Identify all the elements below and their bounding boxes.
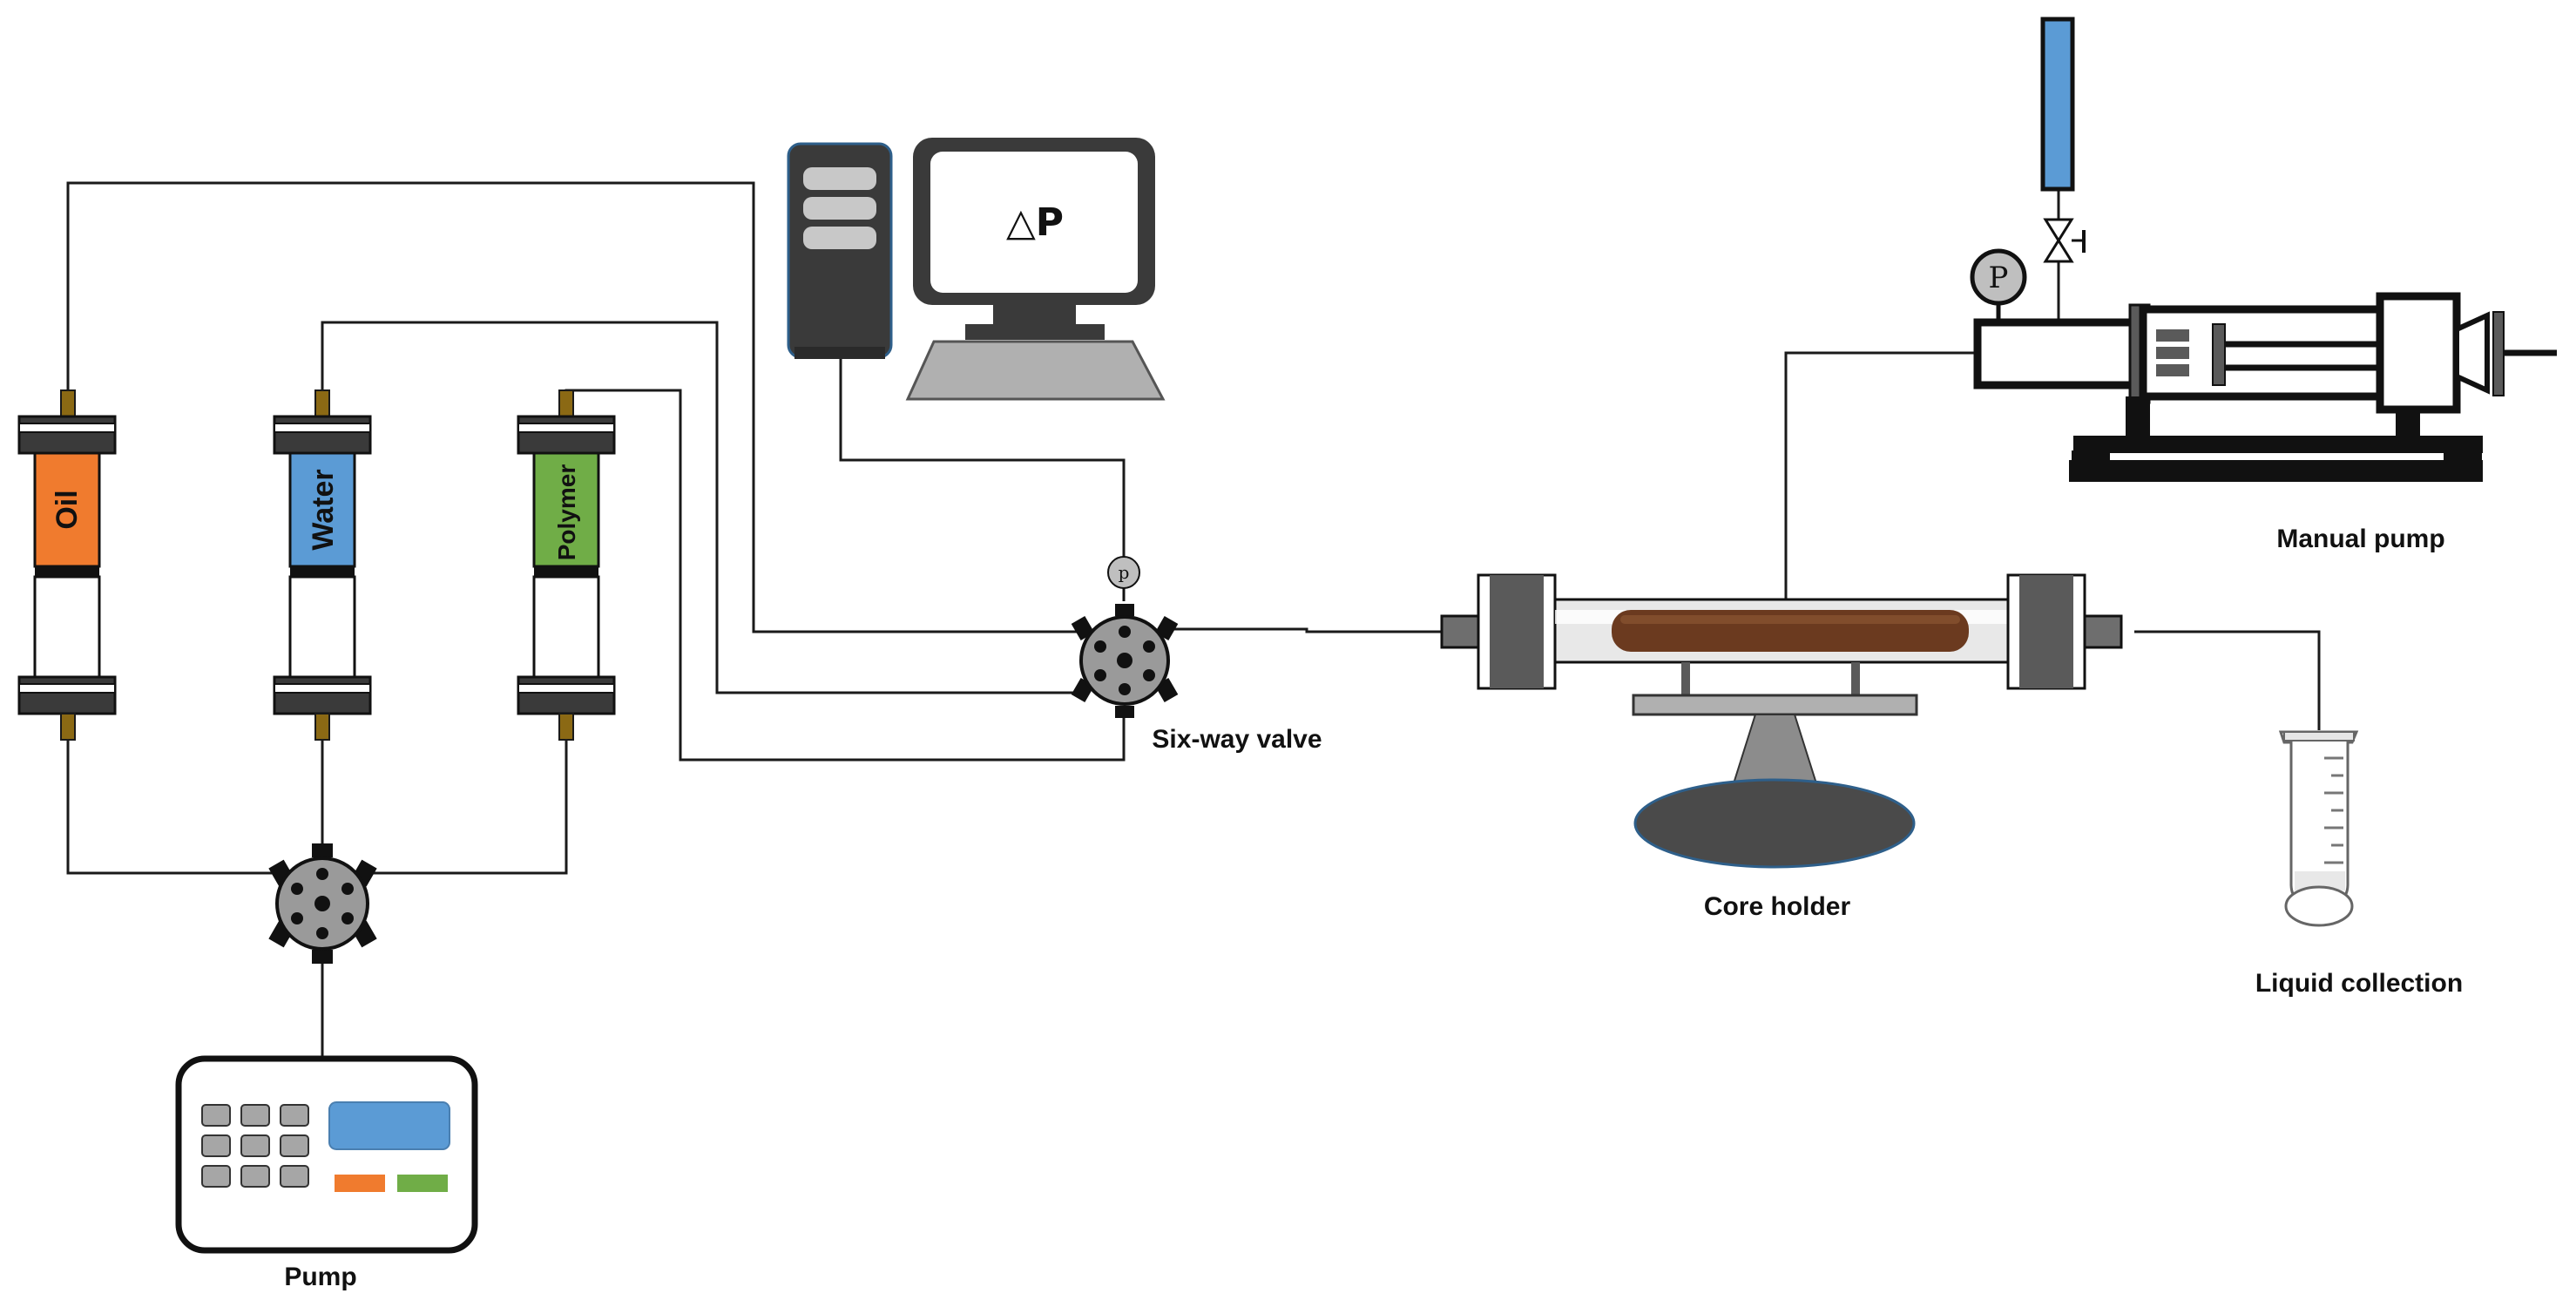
needle-valve-icon [2043, 218, 2086, 263]
polymer-label: Polymer [553, 464, 580, 561]
six-way-valve: p [1071, 556, 1179, 718]
line-water-to-valve [321, 321, 1085, 694]
line-core-to-collection [2134, 630, 2321, 730]
manual-pump-gauge-letter: P [1989, 261, 2009, 295]
line-oil-to-valve [66, 181, 1085, 633]
polymer-cylinder: Polymer [517, 389, 616, 741]
line-polymer-bottom [359, 736, 568, 875]
pump-display [328, 1101, 450, 1150]
pump-label: Pump [284, 1263, 356, 1291]
line-computer-to-valve [839, 357, 1126, 558]
pump-unit [175, 1055, 478, 1254]
manual-pump-label: Manual pump [2276, 525, 2444, 553]
core-holder [1440, 573, 2123, 869]
six-way-valve-label: Six-way valve [1152, 725, 1322, 754]
core-holder-label: Core holder [1704, 892, 1851, 921]
pump-key-green [397, 1175, 448, 1192]
line-valve-to-core [1167, 627, 1442, 633]
graduated-cylinder-icon [2278, 730, 2359, 927]
manual-pump: P [1970, 17, 2557, 482]
pump-key-orange [335, 1175, 385, 1192]
pressure-gauge-icon: P [1970, 248, 2027, 322]
valve-gauge-letter: p [1119, 562, 1130, 583]
oil-fluid [33, 451, 101, 568]
oil-label: Oil [51, 490, 84, 529]
line-oil-bottom [66, 736, 292, 875]
water-label: Water [307, 469, 340, 550]
oil-cylinder: Oil [17, 389, 117, 741]
delta-p-label: △P [1006, 200, 1064, 245]
water-fluid [288, 451, 356, 568]
desktop-computer-icon [787, 142, 893, 359]
line-polymer-to-valve [565, 389, 1126, 762]
monitor-icon: △P [905, 138, 1166, 401]
pump-keypad [201, 1104, 309, 1188]
line-core-to-manual-pump [1784, 351, 1979, 599]
pressure-gauge-icon: p [1107, 556, 1140, 589]
liquid-collection-label: Liquid collection [2255, 969, 2463, 998]
manifold-valve [268, 843, 377, 964]
water-cylinder: Water [273, 389, 372, 741]
core-holder-base [1633, 778, 1916, 869]
